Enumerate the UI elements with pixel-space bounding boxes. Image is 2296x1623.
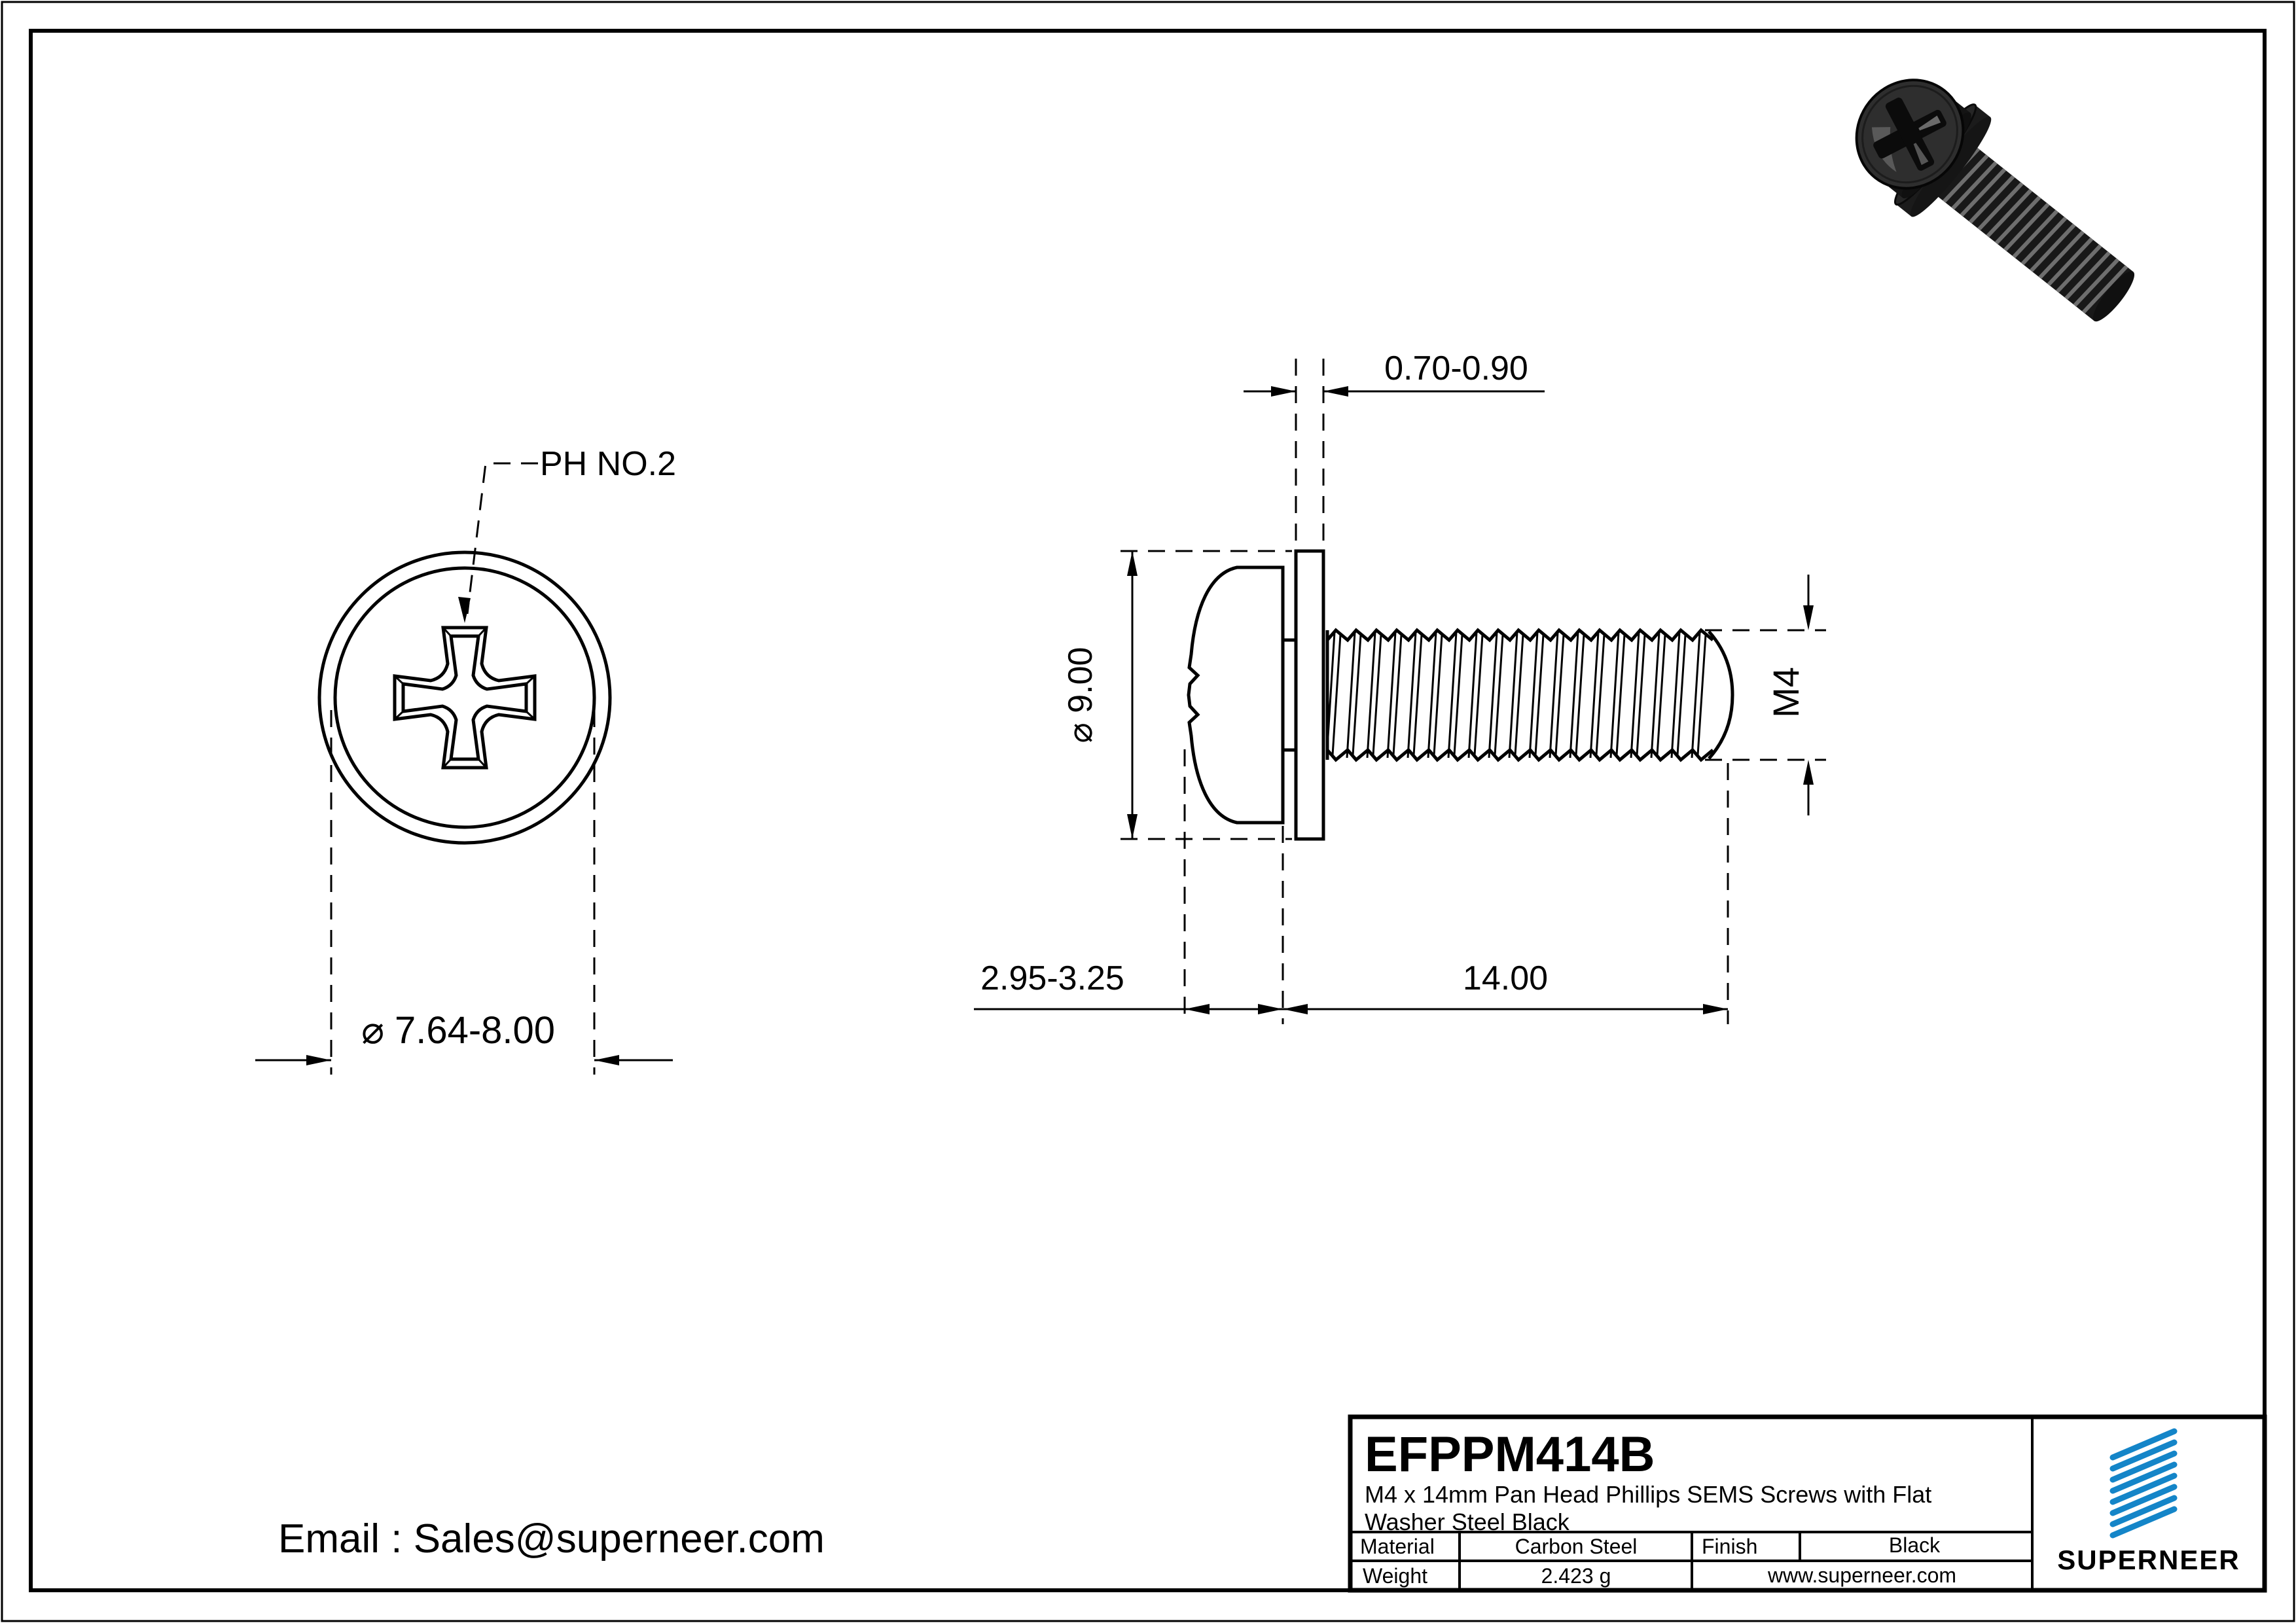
thread-size-dimension: M4 [1705, 575, 1826, 815]
head-diameter-dimension: ⌀ 7.64-8.00 [255, 710, 673, 1075]
title-block: EFPPM414B M4 x 14mm Pan Head Phillips SE… [1348, 1414, 2267, 1593]
washer-diameter-text: ⌀ 9.00 [1062, 647, 1100, 743]
head-diameter-text: ⌀ 7.64-8.00 [361, 1009, 555, 1052]
head-circle [333, 566, 596, 829]
thread-length-dimension: 14.00 [1283, 763, 1729, 1024]
washer-profile [1294, 549, 1325, 841]
pan-head-profile [1187, 565, 1285, 825]
finish-label: Finish [1702, 1535, 1757, 1558]
drive-label-leader [458, 462, 538, 623]
thread-length-text: 14.00 [1463, 959, 1548, 997]
washer-thickness-text: 0.70-0.90 [1384, 349, 1528, 387]
side-view: 0.70-0.90 ⌀ 9.00 M4 [974, 349, 1826, 1024]
leader-arrowhead [458, 597, 471, 623]
head-height-dimension: 2.95-3.25 [974, 749, 1284, 1024]
render-tip [2092, 271, 2135, 322]
brand-logo-icon [2109, 1428, 2178, 1539]
render-phillips-cross [1873, 98, 1946, 171]
website-link[interactable]: www.superneer.com [1767, 1563, 1956, 1587]
front-view: PH NO.2 ⌀ 7.64-8.00 [255, 445, 676, 1075]
head-height-text: 2.95-3.25 [980, 959, 1124, 997]
title-block-border [1348, 1414, 2267, 1593]
description-line2: Washer Steel Black [1365, 1508, 1570, 1535]
drive-type-label: PH NO.2 [540, 445, 676, 483]
email-text: Email : Sales@superneer.com [278, 1516, 825, 1561]
phillips-recess-icon [393, 626, 537, 770]
render-shaft [1931, 142, 2134, 321]
material-label: Material [1360, 1535, 1435, 1558]
washer-thickness-dimension: 0.70-0.90 [1244, 349, 1545, 548]
weight-label: Weight [1363, 1564, 1427, 1588]
description-line1: M4 x 14mm Pan Head Phillips SEMS Screws … [1365, 1481, 1931, 1508]
material-value: Carbon Steel [1515, 1535, 1638, 1558]
brand-name: SUPERNEER [2057, 1544, 2240, 1575]
part-number: EFPPM414B [1365, 1427, 1655, 1482]
weight-value: 2.423 g [1541, 1564, 1611, 1588]
washer-circle [317, 550, 612, 845]
washer-diameter-dimension: ⌀ 9.00 [1062, 550, 1292, 840]
finish-value: Black [1889, 1533, 1941, 1557]
threaded-shaft [1325, 628, 1734, 762]
thread-size-text: M4 [1765, 667, 1806, 718]
screw-3d-render [1855, 79, 2135, 322]
inner-frame [29, 29, 2267, 1592]
